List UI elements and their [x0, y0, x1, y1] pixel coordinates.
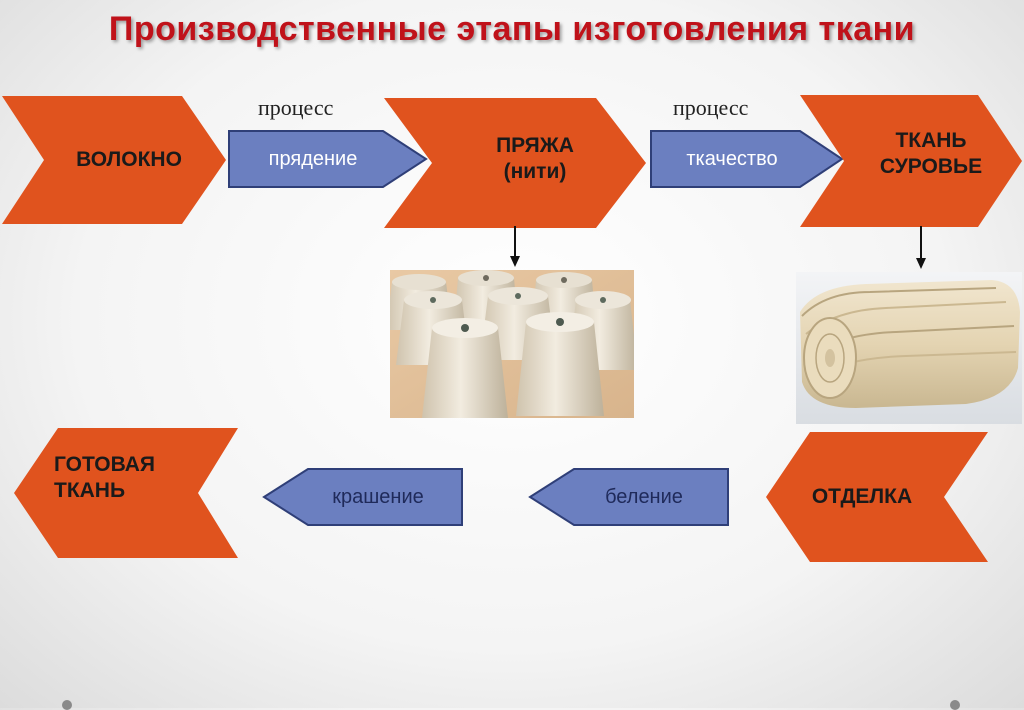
- process-bleaching: беление: [528, 468, 730, 526]
- process-spinning-label: прядение: [268, 147, 358, 170]
- down-arrow-fabric: [916, 226, 926, 269]
- stage-yarn-shape: [384, 98, 646, 228]
- process-dyeing: крашение: [262, 468, 464, 526]
- process-spinning-shape: [228, 130, 428, 188]
- stage-finished-fabric-shape: [14, 428, 238, 558]
- process-bleaching-label: беление: [605, 485, 683, 508]
- process-spinning: прядение: [228, 130, 428, 188]
- slide-corner-dot-right: [950, 700, 960, 710]
- spool-front-row: [422, 312, 604, 418]
- page-title: Производственные этапы изготовления ткан…: [108, 10, 916, 48]
- stage-raw-fabric: ТКАНЬ СУРОВЬЕ: [800, 95, 1022, 227]
- stage-fiber-shape: [2, 96, 226, 224]
- stage-raw-fabric-shape: [800, 95, 1022, 227]
- stage-finishing-shape: [766, 432, 988, 562]
- stage-yarn-label: ПРЯЖА (нити): [496, 134, 574, 183]
- process-weaving-label: ткачество: [686, 147, 778, 170]
- process-bleaching-shape: [528, 468, 729, 526]
- caption-process-1: процесс: [258, 95, 334, 120]
- stage-finishing-label: ОТДЕЛКА: [811, 485, 913, 508]
- slide-corner-dot-left: [62, 700, 72, 710]
- down-arrow-yarn: [510, 226, 520, 267]
- stage-yarn: ПРЯЖА (нити): [384, 98, 646, 228]
- stage-raw-fabric-label: ТКАНЬ СУРОВЬЕ: [879, 129, 983, 178]
- stage-fiber-label: ВОЛОКНО: [76, 148, 182, 171]
- stage-finishing: ОТДЕЛКА: [766, 432, 988, 562]
- caption-process-2: процесс: [673, 95, 749, 120]
- yarn-spools-image: [390, 270, 634, 418]
- process-weaving: ткачество: [650, 130, 844, 188]
- stage-fiber: ВОЛОКНО: [2, 96, 226, 224]
- raw-fabric-image: [796, 272, 1022, 424]
- stage-finished-fabric-label: ГОТОВАЯ ТКАНЬ: [54, 453, 155, 502]
- process-dyeing-shape: [262, 468, 463, 526]
- process-weaving-shape: [650, 130, 844, 188]
- stage-finished-fabric: ГОТОВАЯ ТКАНЬ: [14, 428, 238, 558]
- process-dyeing-label: крашение: [332, 485, 424, 508]
